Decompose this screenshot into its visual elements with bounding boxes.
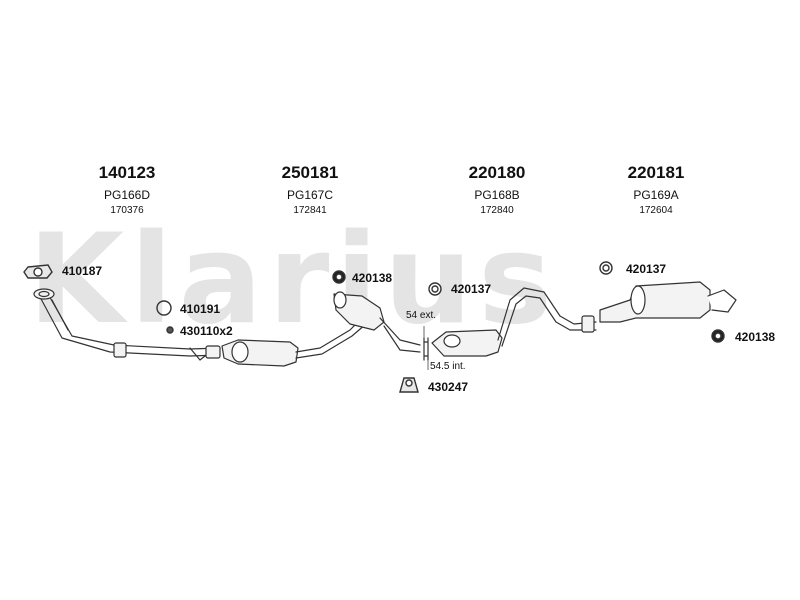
part-number: 220180: [468, 163, 526, 182]
middle-front-silencer: [333, 293, 385, 331]
part-label-gasket: 410187: [62, 264, 103, 278]
front-flange: [33, 288, 55, 300]
dimension-ext-label: 54 ext.: [406, 310, 437, 321]
part-sub-number: 172840: [480, 205, 514, 216]
section-header-centre-silencer: 220180 PG168B 172840: [437, 163, 557, 216]
brand-watermark: Klarius: [28, 208, 559, 352]
dimension-int-label: 54.5 int.: [430, 361, 466, 372]
ring-gasket-icon: [156, 300, 172, 316]
part-number: 220181: [627, 163, 685, 182]
clamp-icon: [166, 326, 174, 334]
front-silencer-clamp: [205, 345, 221, 359]
part-label-mount-rear: 420137: [626, 262, 667, 276]
tailpipe: [707, 289, 737, 313]
part-sub-number: 170376: [110, 205, 144, 216]
part-code: PG166D: [103, 188, 151, 202]
rear-clamp: [581, 315, 595, 333]
section-header-rear-silencer: 220181 PG169A 172604: [596, 163, 716, 216]
centre-silencer: [431, 329, 503, 357]
part-label-mount-rear-low: 420138: [735, 330, 776, 344]
part-code: PG167C: [286, 188, 334, 202]
part-code: PG168B: [474, 188, 520, 202]
section-header-front-pipe: 140123 PG166D 170376: [67, 163, 187, 216]
front-pipe-joint: [113, 342, 127, 358]
part-label-mount-mid: 420137: [451, 282, 492, 296]
part-code: PG169A: [633, 188, 679, 202]
part-sub-number: 172604: [639, 205, 673, 216]
part-number: 250181: [281, 163, 339, 182]
part-label-ring-gasket: 410191: [180, 302, 221, 316]
part-label-pipe-clamp: 430247: [428, 380, 469, 394]
rear-silencer: [599, 281, 711, 323]
front-pipe-upper: [39, 296, 191, 357]
section-header-front-silencer: 250181 PG167C 172841: [250, 163, 370, 216]
part-sub-number: 172841: [293, 205, 327, 216]
part-number: 140123: [98, 163, 156, 182]
part-label-clamp-pair: 430110x2: [180, 324, 233, 338]
part-label-mount-front: 420138: [352, 271, 393, 285]
